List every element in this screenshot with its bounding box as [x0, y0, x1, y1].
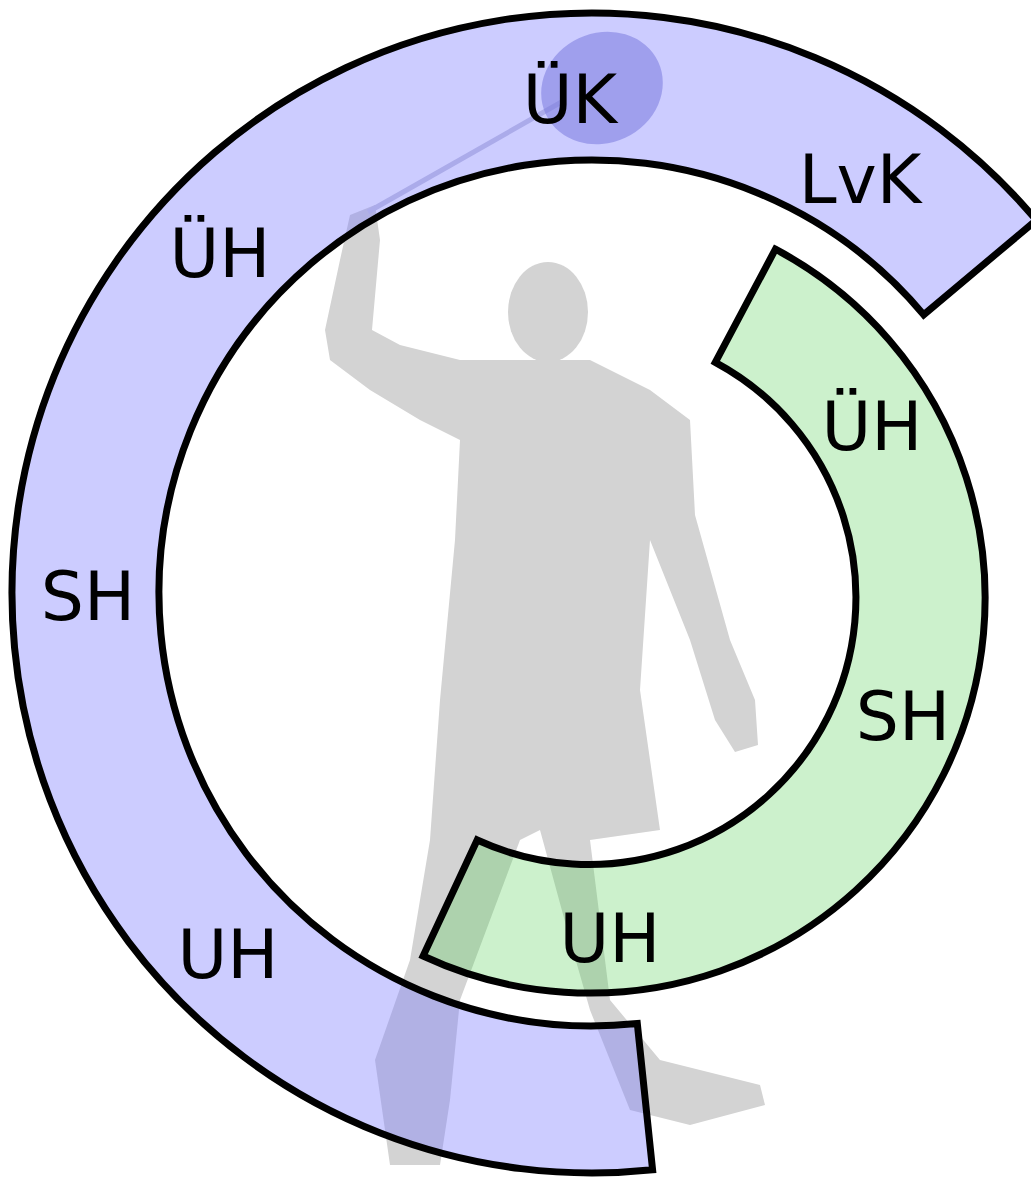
phase-label: LvK: [799, 146, 922, 214]
phase-label: UH: [178, 921, 279, 989]
phase-label: ÜH: [822, 393, 923, 461]
phase-label: SH: [856, 683, 950, 751]
phase-label: SH: [41, 563, 135, 631]
phase-label: UH: [560, 905, 661, 973]
phase-label: ÜH: [170, 220, 271, 288]
phase-label: ÜK: [523, 66, 617, 134]
